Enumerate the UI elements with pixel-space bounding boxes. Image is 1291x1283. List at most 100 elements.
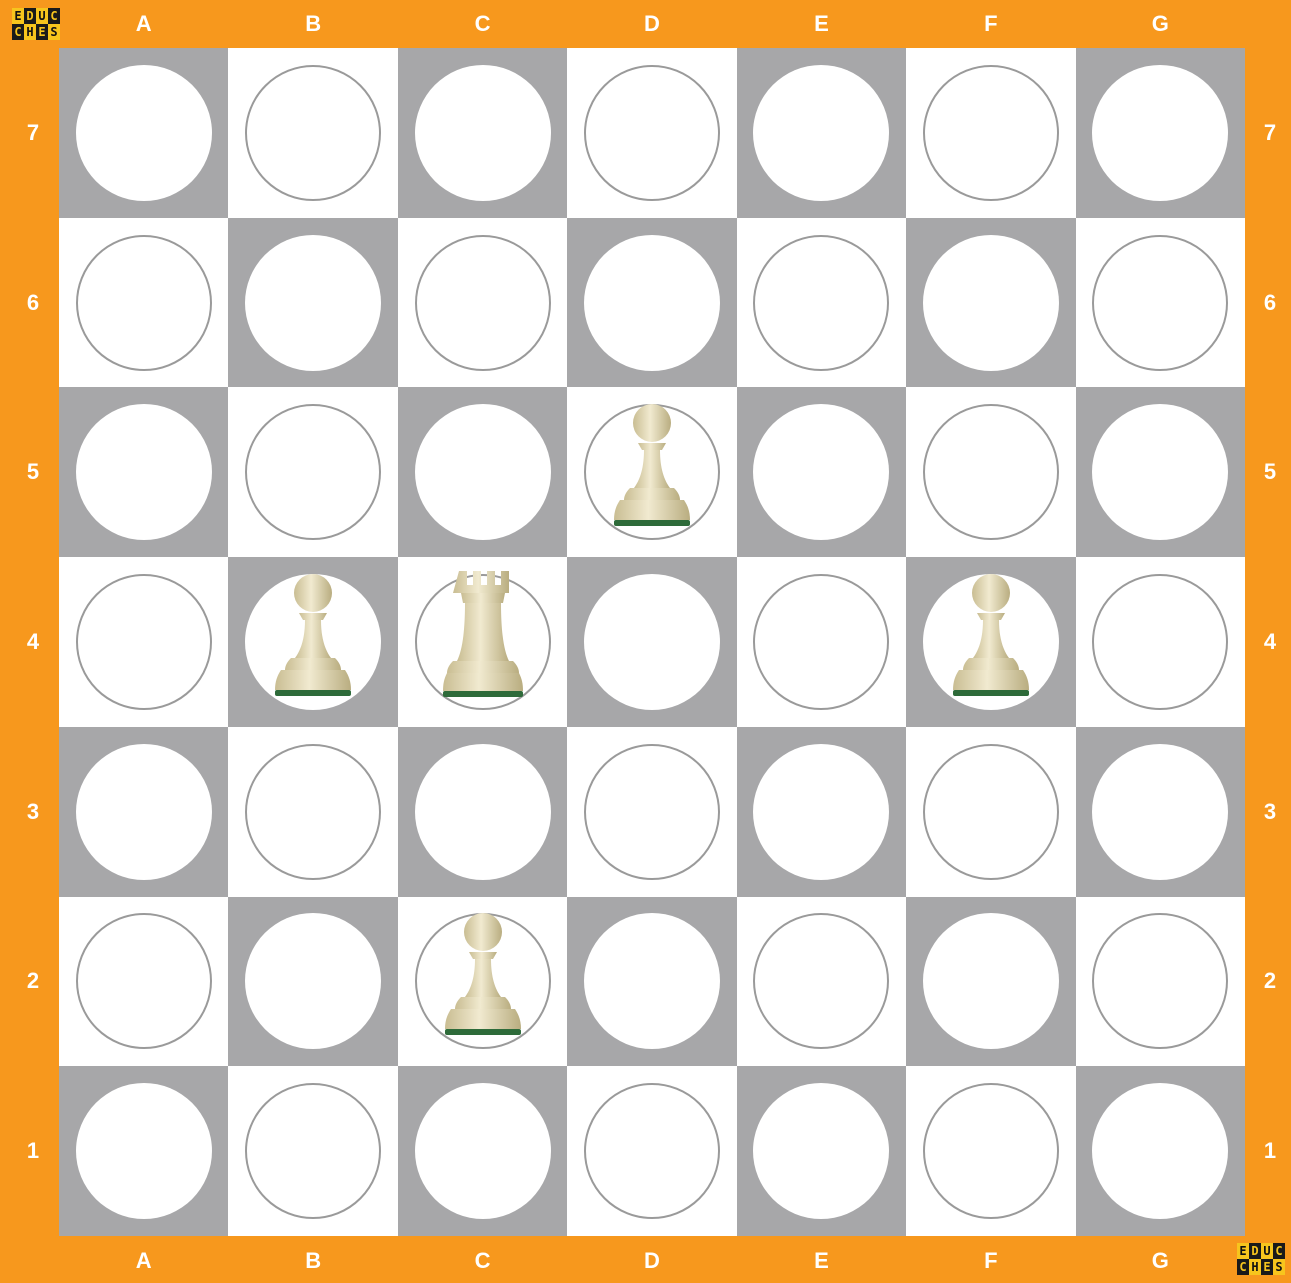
square-f2[interactable] — [906, 897, 1075, 1067]
file-label-e: E — [801, 1250, 841, 1272]
square-c4[interactable] — [398, 557, 567, 727]
square-g6[interactable] — [1076, 218, 1245, 388]
rank-label-6: 6 — [18, 292, 48, 314]
file-label-f: F — [971, 1250, 1011, 1272]
white-pawn-icon[interactable] — [437, 910, 529, 1046]
logo-letter: D — [24, 8, 36, 24]
square-b7[interactable] — [228, 48, 397, 218]
square-circle — [245, 65, 381, 201]
logo-letter: U — [1261, 1243, 1273, 1259]
square-f3[interactable] — [906, 727, 1075, 897]
square-e6[interactable] — [737, 218, 906, 388]
square-a4[interactable] — [59, 557, 228, 727]
file-label-f: F — [971, 13, 1011, 35]
square-f4[interactable] — [906, 557, 1075, 727]
square-g7[interactable] — [1076, 48, 1245, 218]
square-circle — [76, 1083, 212, 1219]
square-d5[interactable] — [567, 387, 736, 557]
square-f7[interactable] — [906, 48, 1075, 218]
square-c1[interactable] — [398, 1066, 567, 1236]
square-circle — [245, 235, 381, 371]
rank-label-3: 3 — [1255, 801, 1285, 823]
square-d7[interactable] — [567, 48, 736, 218]
square-circle — [584, 913, 720, 1049]
square-d2[interactable] — [567, 897, 736, 1067]
square-circle — [1092, 574, 1228, 710]
square-circle — [245, 744, 381, 880]
square-circle — [923, 744, 1059, 880]
square-g3[interactable] — [1076, 727, 1245, 897]
square-circle — [76, 574, 212, 710]
file-label-g: G — [1140, 1250, 1180, 1272]
square-e2[interactable] — [737, 897, 906, 1067]
logo-letter: D — [1249, 1243, 1261, 1259]
square-f5[interactable] — [906, 387, 1075, 557]
white-pawn-icon[interactable] — [945, 571, 1037, 707]
square-f1[interactable] — [906, 1066, 1075, 1236]
logo-letter: H — [1249, 1259, 1261, 1275]
square-circle — [923, 1083, 1059, 1219]
white-pawn-icon[interactable] — [606, 401, 698, 537]
rank-label-2: 2 — [1255, 970, 1285, 992]
square-c7[interactable] — [398, 48, 567, 218]
square-g1[interactable] — [1076, 1066, 1245, 1236]
rank-label-7: 7 — [1255, 122, 1285, 144]
square-circle — [584, 744, 720, 880]
square-c5[interactable] — [398, 387, 567, 557]
square-b4[interactable] — [228, 557, 397, 727]
logo-letter: E — [1237, 1243, 1249, 1259]
square-a3[interactable] — [59, 727, 228, 897]
square-circle — [923, 404, 1059, 540]
rank-label-4: 4 — [1255, 631, 1285, 653]
square-e1[interactable] — [737, 1066, 906, 1236]
logo-letter: H — [24, 24, 36, 40]
square-e7[interactable] — [737, 48, 906, 218]
square-b3[interactable] — [228, 727, 397, 897]
square-a2[interactable] — [59, 897, 228, 1067]
square-d3[interactable] — [567, 727, 736, 897]
chess-board — [59, 48, 1245, 1236]
square-circle — [76, 404, 212, 540]
square-a7[interactable] — [59, 48, 228, 218]
square-circle — [584, 574, 720, 710]
white-pawn-icon[interactable] — [267, 571, 359, 707]
square-circle — [76, 913, 212, 1049]
square-circle — [76, 235, 212, 371]
square-b2[interactable] — [228, 897, 397, 1067]
square-circle — [753, 1083, 889, 1219]
square-circle — [584, 235, 720, 371]
square-b6[interactable] — [228, 218, 397, 388]
square-circle — [415, 65, 551, 201]
square-d1[interactable] — [567, 1066, 736, 1236]
rank-label-2: 2 — [18, 970, 48, 992]
logo-letter: S — [48, 24, 60, 40]
square-circle — [1092, 235, 1228, 371]
square-a1[interactable] — [59, 1066, 228, 1236]
square-circle — [76, 744, 212, 880]
square-d4[interactable] — [567, 557, 736, 727]
square-e5[interactable] — [737, 387, 906, 557]
square-g2[interactable] — [1076, 897, 1245, 1067]
square-a6[interactable] — [59, 218, 228, 388]
square-g4[interactable] — [1076, 557, 1245, 727]
square-a5[interactable] — [59, 387, 228, 557]
square-c2[interactable] — [398, 897, 567, 1067]
square-e3[interactable] — [737, 727, 906, 897]
file-label-c: C — [463, 1250, 503, 1272]
square-g5[interactable] — [1076, 387, 1245, 557]
square-c3[interactable] — [398, 727, 567, 897]
file-label-d: D — [632, 1250, 672, 1272]
square-f6[interactable] — [906, 218, 1075, 388]
square-b5[interactable] — [228, 387, 397, 557]
square-b1[interactable] — [228, 1066, 397, 1236]
square-e4[interactable] — [737, 557, 906, 727]
square-d6[interactable] — [567, 218, 736, 388]
square-circle — [753, 235, 889, 371]
square-circle — [584, 1083, 720, 1219]
square-circle — [753, 65, 889, 201]
file-label-g: G — [1140, 13, 1180, 35]
white-rook-icon[interactable] — [437, 571, 529, 707]
square-c6[interactable] — [398, 218, 567, 388]
square-circle — [923, 235, 1059, 371]
